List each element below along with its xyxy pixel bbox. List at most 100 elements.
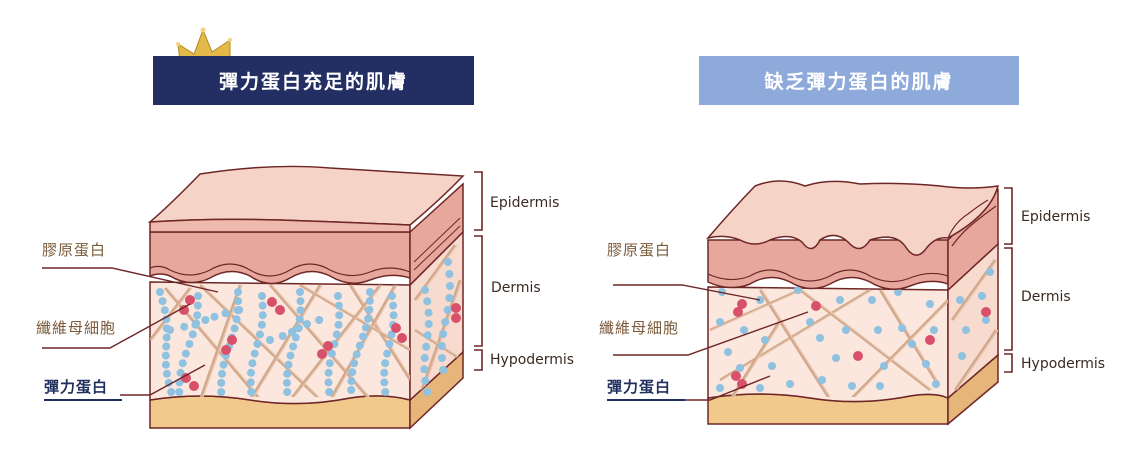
left-elastin-fiber-side	[439, 366, 448, 374]
right-elastin-dot	[930, 326, 938, 334]
right-collagen-fiber-highlight	[721, 289, 873, 381]
right-skin-block	[705, 180, 1000, 426]
right-wrinkle-edge	[947, 199, 997, 247]
left-fibroblast-cell	[227, 335, 237, 345]
left-label-hypodermis: Hypodermis	[490, 352, 575, 368]
right-elastin-dot	[761, 336, 769, 344]
left-fibroblast-cell	[323, 341, 333, 351]
left-elastin-fiber-side	[420, 365, 429, 374]
right-elastin-dot	[922, 360, 930, 368]
right-elastin-dot	[716, 318, 724, 326]
left-elastin-fiber	[296, 306, 305, 315]
left-elastin-fiber	[284, 360, 293, 369]
left-elastin-fiber-side	[423, 297, 432, 306]
right-elastin-dot	[848, 382, 856, 390]
left-elastin-fiber	[193, 301, 202, 310]
left-elastin-fiber	[334, 320, 343, 329]
left-elastin-fiber	[347, 386, 356, 394]
left-elastin-fiber	[334, 292, 342, 300]
left-elastin-fiber	[250, 349, 259, 358]
right-elastin-dot	[894, 288, 902, 296]
right-elastin-dot	[932, 380, 940, 388]
right-label-elastin: 彈力蛋白	[607, 378, 672, 396]
left-elastin-fiber	[193, 311, 202, 320]
right-title: 缺乏彈力蛋白的肌膚	[764, 71, 954, 93]
left-elastin-fiber	[161, 351, 170, 360]
left-elastin-fiber	[234, 297, 243, 306]
right-elastin-dot	[724, 348, 732, 356]
left-elastin-fiber	[359, 332, 367, 341]
right-elastin-dot	[740, 326, 748, 334]
left-elastin-fiber	[387, 330, 396, 339]
right-elastin-dot	[736, 364, 744, 372]
left-elastin-fiber	[160, 306, 169, 315]
left-epidermis-side	[409, 182, 464, 287]
left-elastin-fiber-side	[445, 294, 454, 302]
left-elastin-fiber	[230, 324, 239, 333]
left-elastin-fiber-side	[446, 282, 454, 290]
right-elastin-dot	[874, 326, 882, 334]
left-elastin-fiber	[324, 368, 333, 377]
right-fibroblast-cell	[737, 299, 747, 309]
left-elastin-fiber	[294, 324, 303, 332]
left-elastin-fiber	[335, 311, 344, 320]
right-elastin-dot	[898, 324, 906, 332]
right-collagen-fiber	[719, 288, 871, 382]
left-elastin-fiber	[389, 311, 398, 320]
left-elastin-fiber	[217, 378, 226, 387]
right-elastin-dot	[880, 362, 888, 370]
left-elastin-fiber	[332, 330, 341, 339]
left-elastin-fiber	[296, 288, 304, 296]
left-elastin-fiber	[324, 378, 333, 387]
left-elastin-fiber	[361, 323, 370, 332]
left-elastin-fiber	[217, 388, 226, 396]
left-elastin-fiber-side	[422, 342, 431, 351]
right-collagen-fiber-side	[953, 329, 998, 391]
left-collagen-fiber-side	[418, 279, 462, 396]
leader-lines	[42, 267, 809, 401]
left-top-surface	[147, 165, 465, 226]
left-epidermis-front	[149, 231, 411, 285]
left-elastin-fiber	[288, 328, 296, 336]
left-elastin-fiber-side	[443, 306, 452, 314]
left-fibroblast-cell	[451, 303, 461, 313]
left-elastin-fiber	[350, 359, 359, 368]
left-elastin-fiber	[161, 360, 170, 369]
right-epidermis-stripe	[707, 269, 949, 283]
left-elastin-fiber-side	[424, 320, 433, 328]
right-elastin-dot	[832, 354, 840, 362]
left-fibroblast-cell	[221, 345, 231, 355]
left-epidermis-bracket	[474, 171, 483, 231]
right-collagen-fiber-highlight	[711, 289, 803, 331]
right-label-epidermis: Epidermis	[1021, 209, 1091, 225]
left-elastin-fiber	[282, 378, 291, 387]
right-elastin-dot	[842, 326, 850, 334]
left-elastin-fiber	[352, 350, 361, 359]
left-collagen-leader	[42, 267, 219, 293]
left-fibroblast-cell	[397, 333, 407, 343]
left-elastin-fiber	[181, 349, 190, 358]
right-elastin-dot	[868, 296, 876, 304]
right-elastin-dot	[958, 352, 966, 360]
left-elastin-fiber-side	[444, 258, 452, 266]
left-elastin-fiber-side	[439, 330, 448, 338]
left-elastin-fiber	[210, 312, 219, 321]
left-elastin-fiber	[221, 309, 230, 318]
left-fibroblast-cell	[185, 295, 195, 305]
left-fibroblast-cell	[179, 305, 189, 315]
right-dermis-front	[707, 286, 949, 403]
left-elastin-fiber	[162, 315, 171, 324]
left-elastin-fiber	[256, 330, 264, 339]
left-collagen-fiber	[330, 284, 397, 397]
left-fibroblast-cell	[189, 381, 199, 391]
left-elastin-fiber	[385, 340, 394, 348]
left-elastin-fiber	[348, 368, 357, 377]
left-elastin-fiber	[167, 388, 176, 396]
left-elastin-fiber	[257, 320, 266, 329]
left-elastin-fiber-side	[438, 354, 446, 362]
left-elastin-fiber	[258, 311, 267, 320]
left-fibroblast-leader	[42, 303, 191, 349]
left-top-front-edge	[149, 218, 411, 233]
left-elastin-fiber	[192, 319, 201, 328]
left-elastin-fiber	[158, 297, 167, 306]
